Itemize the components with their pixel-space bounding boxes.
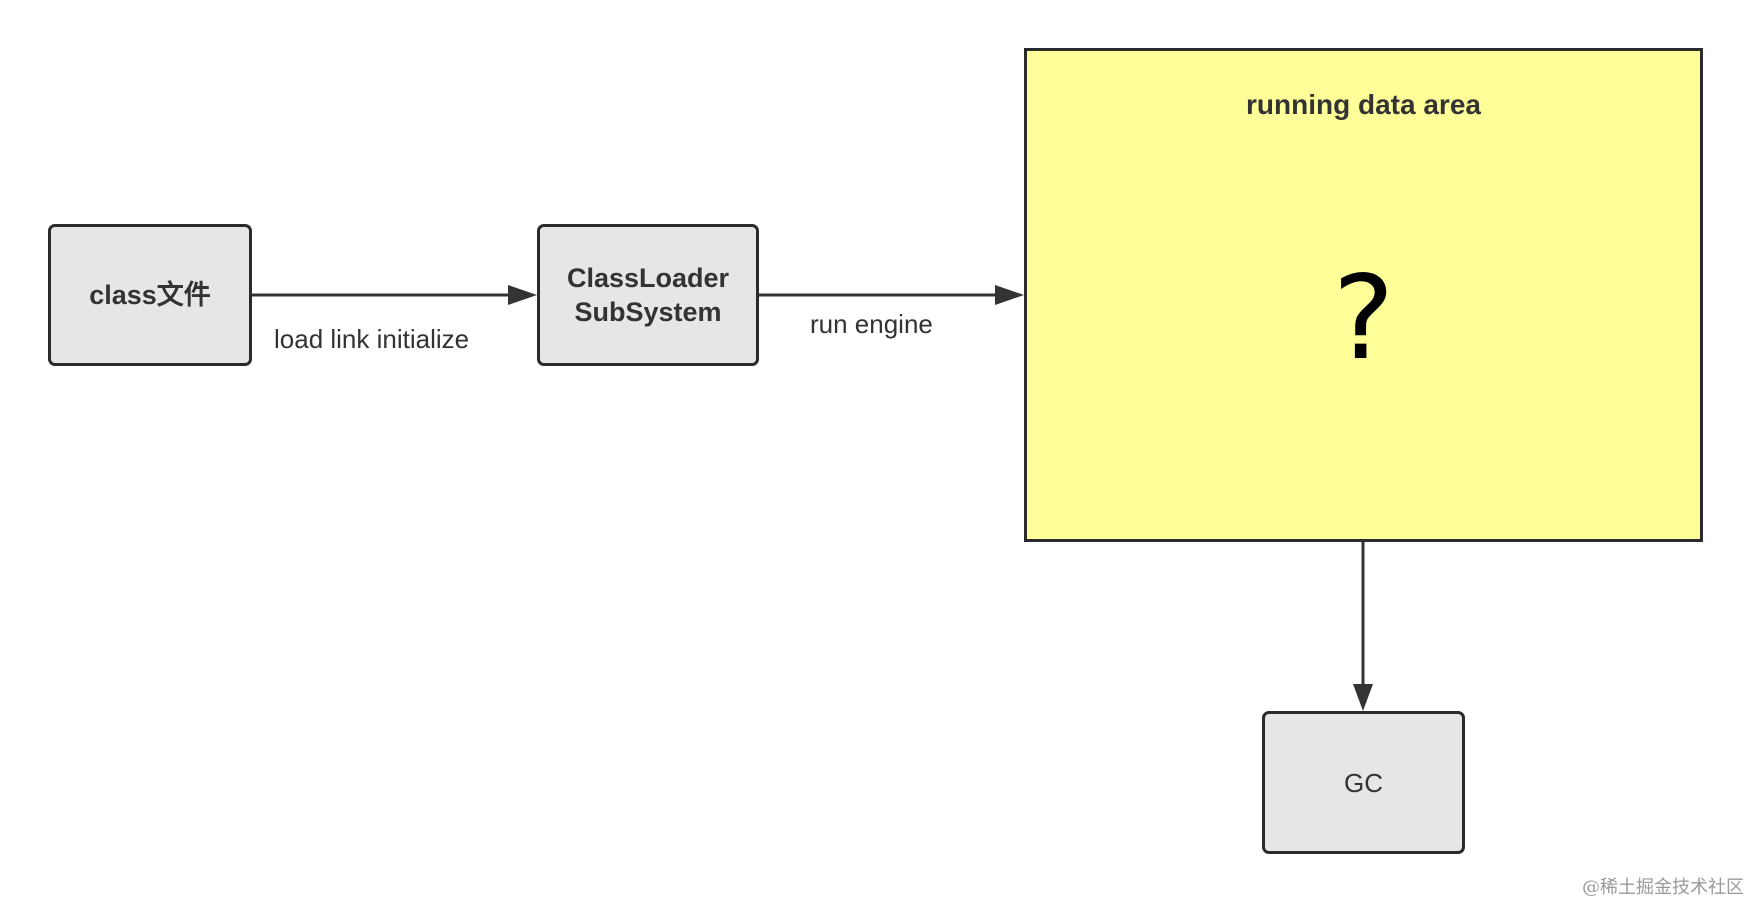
gc-node[interactable]: GC [1262,711,1465,854]
arrowhead-gc [1353,684,1373,711]
arrowhead-classloader [508,285,537,305]
class-file-label: class文件 [89,280,211,310]
edge-label-load-link-initialize: load link initialize [274,324,470,354]
gc-label: GC [1344,767,1383,798]
watermark: @稀土掘金技术社区 [1582,877,1744,898]
class-file-node[interactable]: class文件 [48,224,252,366]
arrowhead-area [995,285,1024,305]
edge-label-run-engine: run engine [810,309,933,339]
running-data-area[interactable]: running data area ? [1024,48,1703,542]
question-mark: ? [1332,251,1395,386]
classloader-subsystem-node[interactable]: ClassLoader SubSystem [537,224,759,366]
classloader-label: ClassLoader SubSystem [566,263,730,327]
running-data-area-title: running data area [1246,89,1481,120]
